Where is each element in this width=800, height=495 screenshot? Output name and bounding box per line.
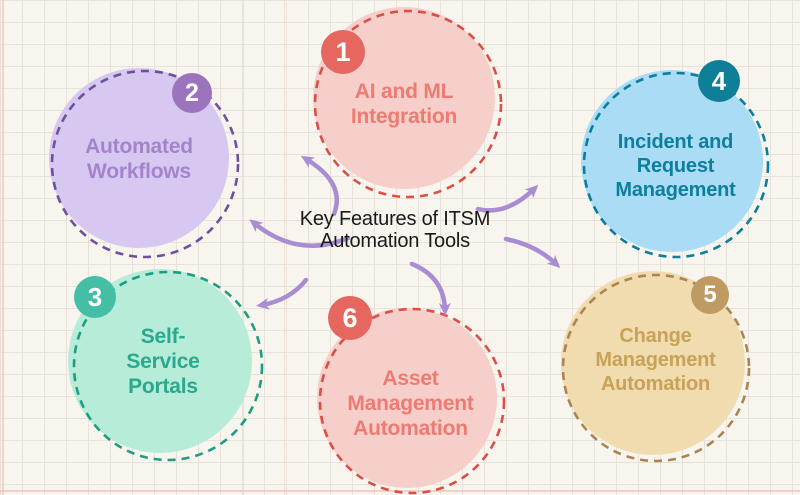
badge-3: 3 (74, 276, 116, 318)
curved-arrow-to-asset-management-icon (409, 261, 451, 316)
circle-incident-request (581, 70, 763, 252)
circle-asset-management (317, 308, 497, 488)
label-automated-workflows: Automated Workflows (85, 135, 193, 183)
circle-asset-management-ring (318, 307, 506, 495)
circle-change-management-ring (561, 273, 751, 463)
label-ai-ml: AI and ML Integration (350, 80, 458, 128)
badge-6: 6 (328, 296, 372, 340)
badge-1: 1 (321, 30, 365, 74)
circle-automated-workflows-ring (50, 69, 240, 259)
curved-arrow-to-ai-ml-icon (300, 155, 340, 217)
circle-automated-workflows (49, 68, 229, 248)
curved-arrow-to-change-management-icon (503, 236, 561, 269)
curved-arrow-to-self-service-icon (256, 277, 309, 310)
circle-ai-ml-ring (313, 9, 503, 199)
curved-arrow-to-automated-workflows-icon (249, 219, 351, 248)
circle-self-service (68, 269, 252, 453)
circle-self-service-ring (72, 270, 264, 462)
badge-2: 2 (172, 73, 212, 113)
circle-incident-request-ring (582, 71, 770, 259)
label-incident-request: Incident and Request Management (615, 131, 736, 201)
label-asset-management: Asset Management Automation (347, 367, 474, 440)
curved-arrow-to-incident-request-icon (475, 184, 539, 213)
diagram-title: Key Features of ITSM Automation Tools (299, 208, 491, 252)
badge-5: 5 (691, 276, 729, 314)
badge-4: 4 (698, 60, 740, 102)
label-self-service: Self-Service Portals (126, 325, 200, 398)
circle-change-management (561, 271, 745, 455)
label-change-management: Change Management Automation (595, 325, 716, 395)
